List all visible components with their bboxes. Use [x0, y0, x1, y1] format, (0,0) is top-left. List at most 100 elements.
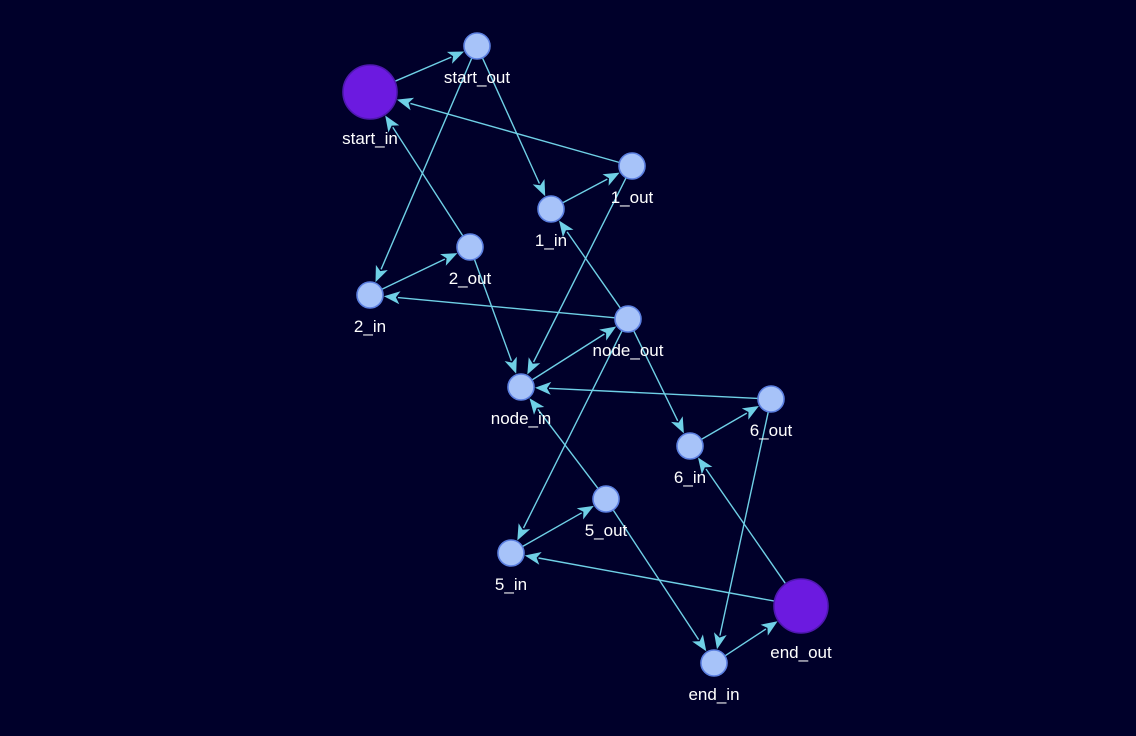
arrow-head-icon — [741, 406, 759, 420]
edge-line — [392, 126, 464, 237]
node-end_in[interactable]: end_in — [688, 649, 740, 704]
edge-2_in-to-2_out — [381, 253, 458, 291]
node-circle[interactable] — [356, 281, 384, 309]
node-5_out[interactable]: 5_out — [585, 485, 628, 540]
node-label: end_in — [688, 685, 739, 704]
node-1_out[interactable]: 1_out — [611, 152, 654, 207]
arrow-head-icon — [524, 552, 542, 565]
node-2_out[interactable]: 2_out — [449, 233, 492, 288]
arrow-head-icon — [714, 632, 727, 650]
edge-line — [612, 509, 700, 640]
edge-end_out-to-5_in — [524, 552, 775, 602]
edge-1_out-to-start_in — [396, 97, 620, 164]
node-node_in[interactable]: node_in — [491, 373, 552, 428]
arrow-head-icon — [375, 264, 388, 283]
edge-start_out-to-2_in — [375, 57, 473, 283]
edge-line — [521, 512, 583, 548]
node-circle[interactable] — [676, 432, 704, 460]
node-start_out[interactable]: start_out — [444, 32, 510, 87]
edge-line — [537, 408, 599, 490]
nodes-layer: start_in start_out 1_in 1_out 2_in 2_out node_… — [342, 32, 832, 704]
arrow-head-icon — [440, 253, 458, 266]
edge-line — [394, 56, 452, 82]
edge-node_out-to-1_in — [559, 220, 622, 309]
arrow-head-icon — [559, 220, 574, 238]
edge-line — [380, 57, 473, 270]
edge-6_out-to-node_in — [535, 381, 759, 400]
node-label: 6_out — [750, 421, 793, 440]
node-circle[interactable] — [507, 373, 535, 401]
node-1_in[interactable]: 1_in — [535, 195, 567, 250]
edge-line — [397, 296, 616, 319]
edge-line — [705, 468, 787, 585]
edges-layer — [375, 51, 787, 657]
edge-line — [724, 628, 767, 657]
node-label: 1_out — [611, 188, 654, 207]
arrow-head-icon — [396, 97, 415, 111]
node-label: 5_in — [495, 575, 527, 594]
arrow-head-icon — [532, 179, 546, 197]
edge-line — [473, 258, 513, 361]
node-label: 2_in — [354, 317, 386, 336]
edge-line — [522, 330, 623, 529]
node-circle[interactable] — [463, 32, 491, 60]
edge-node_in-to-node_out — [531, 326, 617, 381]
arrow-head-icon — [599, 326, 617, 341]
node-circle[interactable] — [700, 649, 728, 677]
node-circle[interactable] — [537, 195, 565, 223]
node-circle[interactable] — [614, 305, 642, 333]
arrow-head-icon — [446, 51, 465, 64]
edge-line — [700, 412, 748, 441]
arrow-head-icon — [535, 381, 552, 395]
node-circle[interactable] — [757, 385, 785, 413]
node-label: 1_in — [535, 231, 567, 250]
node-circle[interactable] — [342, 64, 398, 120]
node-circle[interactable] — [456, 233, 484, 261]
arrow-head-icon — [692, 634, 707, 652]
node-6_in[interactable]: 6_in — [674, 432, 706, 487]
edge-5_out-to-end_in — [612, 509, 707, 652]
edge-2_out-to-node_in — [473, 258, 517, 374]
node-label: 6_in — [674, 468, 706, 487]
edge-line — [538, 557, 775, 602]
edge-line — [531, 333, 605, 381]
edge-1_in-to-1_out — [562, 172, 620, 204]
node-start_in[interactable]: start_in — [342, 64, 398, 148]
arrow-head-icon — [602, 172, 620, 186]
edge-5_out-to-node_in — [529, 398, 599, 490]
edge-start_in-to-start_out — [394, 51, 465, 82]
edge-node_out-to-6_in — [633, 330, 684, 434]
edge-2_out-to-start_in — [385, 115, 464, 237]
node-5_in[interactable]: 5_in — [495, 539, 527, 594]
node-label: node_out — [593, 341, 664, 360]
node-label: start_out — [444, 68, 510, 87]
edge-end_in-to-end_out — [724, 621, 778, 657]
node-circle[interactable] — [773, 578, 829, 634]
edge-line — [381, 258, 446, 291]
edge-line — [548, 387, 759, 400]
arrow-head-icon — [698, 457, 713, 475]
edge-line — [481, 57, 541, 184]
edge-line — [410, 102, 620, 164]
node-label: 2_out — [449, 269, 492, 288]
node-circle[interactable] — [592, 485, 620, 513]
edge-5_in-to-5_out — [521, 505, 594, 548]
node-6_out[interactable]: 6_out — [750, 385, 793, 440]
node-circle[interactable] — [497, 539, 525, 567]
edge-line — [566, 231, 622, 309]
arrow-head-icon — [529, 398, 545, 415]
node-circle[interactable] — [618, 152, 646, 180]
arrow-head-icon — [385, 115, 400, 133]
arrow-head-icon — [760, 621, 778, 636]
edge-line — [633, 330, 679, 422]
edge-6_in-to-6_out — [700, 406, 759, 441]
arrow-head-icon — [383, 291, 401, 305]
edge-node_out-to-2_in — [383, 291, 616, 319]
node-end_out[interactable]: end_out — [770, 578, 832, 662]
arrow-head-icon — [576, 505, 594, 520]
node-2_in[interactable]: 2_in — [354, 281, 386, 336]
node-node_out[interactable]: node_out — [593, 305, 664, 360]
edge-start_out-to-1_in — [481, 57, 546, 197]
